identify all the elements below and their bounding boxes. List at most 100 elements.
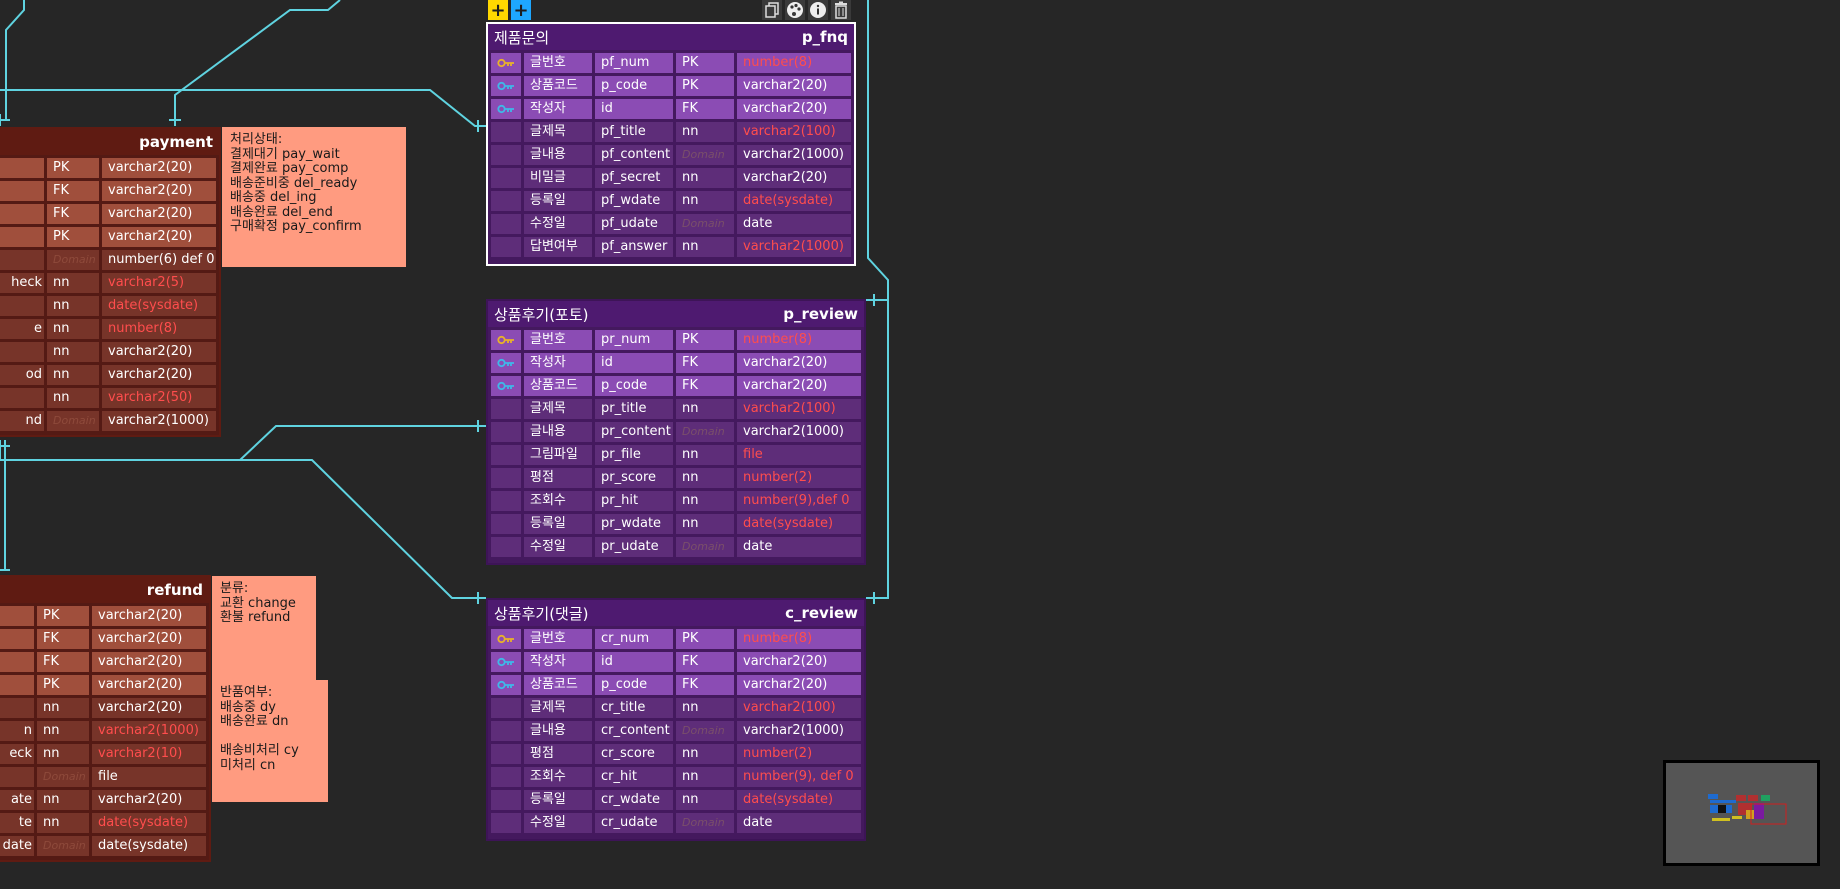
note-refund-type[interactable]: 분류: 교환 change 환불 refund bbox=[212, 576, 316, 680]
note-refund-return[interactable]: 반품여부: 배송중 dy 배송완료 dn 배송비처리 cy 미처리 cn bbox=[212, 680, 328, 802]
table-header[interactable]: 상품후기(댓글) c_review bbox=[488, 600, 864, 626]
foreign-key-icon bbox=[491, 353, 521, 373]
column-datatype: number(2) bbox=[737, 744, 861, 764]
column-constraint: nn bbox=[676, 191, 734, 211]
add-relation-button[interactable]: + bbox=[511, 0, 531, 21]
column-logical-name: 수정일 bbox=[524, 214, 592, 234]
column-logical-name: 작성자 bbox=[524, 99, 592, 119]
column-physical-name: te bbox=[0, 813, 34, 833]
minimap[interactable] bbox=[1663, 760, 1820, 866]
column-physical-name bbox=[0, 342, 44, 362]
column-datatype: varchar2(20) bbox=[102, 181, 216, 201]
column-constraint: nn bbox=[676, 767, 734, 787]
column-datatype: file bbox=[737, 445, 861, 465]
column-physical-name: pr_hit bbox=[595, 491, 673, 511]
foreign-key-icon bbox=[491, 376, 521, 396]
column-datatype: varchar2(20) bbox=[102, 342, 216, 362]
column-icon-slot bbox=[491, 790, 521, 810]
column-physical-name: cr_score bbox=[595, 744, 673, 764]
column-physical-name: pf_secret bbox=[595, 168, 673, 188]
info-icon[interactable] bbox=[808, 0, 828, 20]
column-logical-name: 등록일 bbox=[524, 790, 592, 810]
column-datatype: varchar2(1000) bbox=[737, 721, 861, 741]
table-physical-name: p_review bbox=[783, 305, 858, 323]
column-logical-name: 글내용 bbox=[524, 721, 592, 741]
column-physical-name bbox=[0, 388, 44, 408]
column-logical-name: 조회수 bbox=[524, 767, 592, 787]
column-physical-name: id bbox=[595, 652, 673, 672]
table-header[interactable]: 상품후기(포토) p_review bbox=[488, 301, 864, 327]
table-header[interactable]: refund bbox=[0, 577, 209, 603]
column-icon-slot bbox=[491, 191, 521, 211]
copy-icon[interactable] bbox=[762, 0, 782, 20]
palette-icon[interactable] bbox=[785, 0, 805, 20]
column-physical-name: od bbox=[0, 365, 44, 385]
table-header[interactable]: 제품문의 p_fnq bbox=[488, 24, 854, 50]
trash-icon[interactable] bbox=[831, 0, 851, 20]
table-header[interactable]: payment bbox=[0, 129, 219, 155]
add-column-button[interactable]: + bbox=[488, 0, 508, 21]
column-datatype: varchar2(20) bbox=[102, 204, 216, 224]
note-payment-status[interactable]: 처리상태: 결제대기 pay_wait 결제완료 pay_comp 배송준비중 … bbox=[222, 127, 406, 267]
column-datatype: date(sysdate) bbox=[92, 813, 206, 833]
column-datatype: varchar2(20) bbox=[737, 652, 861, 672]
column-physical-name: pf_answer bbox=[595, 237, 673, 257]
